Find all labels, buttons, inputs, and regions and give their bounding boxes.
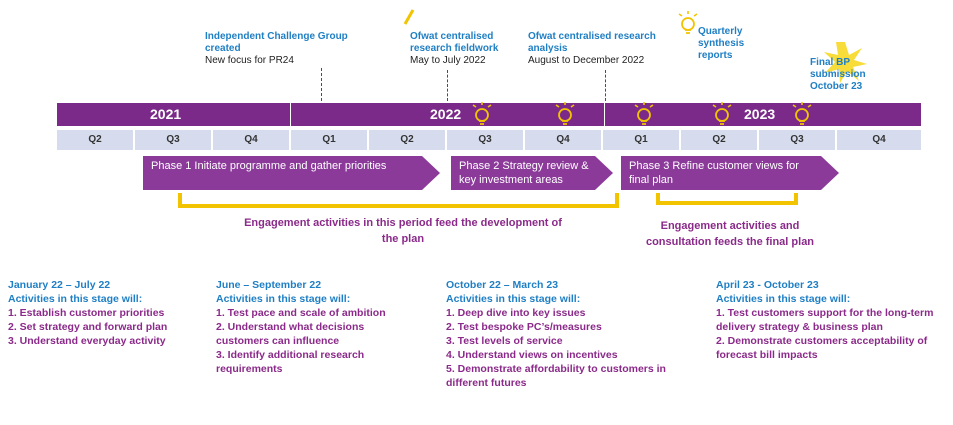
quarter-cell: Q2: [57, 130, 133, 150]
stage-item: 1. Test pace and scale of ambition: [216, 307, 386, 319]
annotation-title: Final BP submission October 23: [810, 57, 866, 92]
stage-column-2: June – September 22 Activities in this s…: [216, 278, 416, 376]
year-bar: [57, 103, 921, 126]
quarter-cell: Q1: [603, 130, 679, 150]
annotation-subtitle: May to July 2022: [410, 55, 486, 66]
stage-date: January 22 – July 22: [8, 279, 111, 291]
lightbulb-icon: [472, 101, 492, 125]
dashed-connector: [321, 68, 322, 101]
stage-item: 1. Establish customer priorities: [8, 307, 165, 319]
stage-item: 1. Test customers support for the long-t…: [716, 307, 934, 333]
quarter-cell: Q4: [213, 130, 289, 150]
starburst-icon: [824, 42, 867, 83]
quarter-cell: Q4: [837, 130, 921, 150]
quarter-cell: Q3: [759, 130, 835, 150]
stage-column-4: April 23 - October 23 Activities in this…: [716, 278, 934, 362]
annotation-title: Ofwat centralised research fieldwork: [410, 31, 499, 54]
stage-intro: Activities in this stage will:: [8, 293, 143, 305]
annotation-icg: Independent Challenge Group created New …: [205, 31, 375, 67]
annotation-subtitle: New focus for PR24: [205, 55, 294, 66]
annotation-fieldwork: Ofwat centralised research fieldwork May…: [410, 31, 525, 67]
quarter-cell: Q3: [135, 130, 211, 150]
lightbulb-icon: [634, 101, 654, 125]
lightbulb-icon: [678, 11, 698, 34]
quarter-cell: Q2: [681, 130, 757, 150]
engagement-bracket-left: [178, 193, 619, 208]
year-separator: [604, 103, 605, 126]
annotation-subtitle: August to December 2022: [528, 55, 645, 66]
phase-arrow-3: Phase 3 Refine customer views for final …: [621, 156, 839, 190]
year-label: 2022: [430, 106, 462, 122]
annotation-title: Independent Challenge Group created: [205, 31, 348, 54]
stage-intro: Activities in this stage will:: [716, 293, 851, 305]
quarter-cell: Q1: [291, 130, 367, 150]
phase-arrow-2: Phase 2 Strategy review & key investment…: [451, 156, 613, 190]
lightbulb-icon: [712, 101, 732, 125]
quarter-cell: Q4: [525, 130, 601, 150]
annotation-title: Quarterly synthesis reports: [698, 26, 745, 61]
stage-item: 3. Understand everyday activity: [8, 335, 166, 347]
stage-column-1: January 22 – July 22 Activities in this …: [8, 278, 208, 348]
stage-item: 2. Set strategy and forward plan: [8, 321, 168, 333]
year-label: 2021: [150, 106, 182, 122]
dashed-connector: [447, 70, 448, 101]
stage-intro: Activities in this stage will:: [446, 293, 581, 305]
annotation-quarterly: Quarterly synthesis reports: [698, 26, 768, 62]
engagement-note-right: Engagement activities and consultation f…: [645, 220, 815, 248]
annotation-analysis: Ofwat centralised research analysis Augu…: [528, 31, 663, 67]
stage-intro: Activities in this stage will:: [216, 293, 351, 305]
dashed-connector: [605, 70, 606, 101]
stage-item: 3. Identify additional research requirem…: [216, 349, 365, 375]
stage-item: 3. Test levels of service: [446, 335, 563, 347]
stage-item: 2. Demonstrate customers acceptability o…: [716, 335, 928, 361]
annotation-final-bp: Final BP submission October 23: [810, 57, 880, 93]
annotation-title: Ofwat centralised research analysis: [528, 31, 656, 54]
year-label: 2023: [744, 106, 776, 122]
engagement-note-left: Engagement activities in this period fee…: [244, 217, 562, 245]
stage-date: April 23 - October 23: [716, 279, 819, 291]
stage-item: 2. Test bespoke PC’s/measures: [446, 321, 602, 333]
stage-item: 4. Understand views on incentives: [446, 349, 618, 361]
quarter-cell: Q3: [447, 130, 523, 150]
engagement-bracket-right: [656, 193, 798, 205]
stage-item: 5. Demonstrate affordability to customer…: [446, 363, 666, 389]
lightbulb-icon: [555, 101, 575, 125]
stage-date: June – September 22: [216, 279, 322, 291]
quarter-cell: Q2: [369, 130, 445, 150]
stage-item: 2. Understand what decisions customers c…: [216, 321, 365, 347]
stage-date: October 22 – March 23: [446, 279, 559, 291]
lightbulb-icon: [792, 101, 812, 125]
phase-arrow-1: Phase 1 Initiate programme and gather pr…: [143, 156, 440, 190]
stage-column-3: October 22 – March 23 Activities in this…: [446, 278, 696, 390]
stage-item: 1. Deep dive into key issues: [446, 307, 586, 319]
pencil-stroke-icon: [403, 9, 415, 25]
year-separator: [290, 103, 291, 126]
